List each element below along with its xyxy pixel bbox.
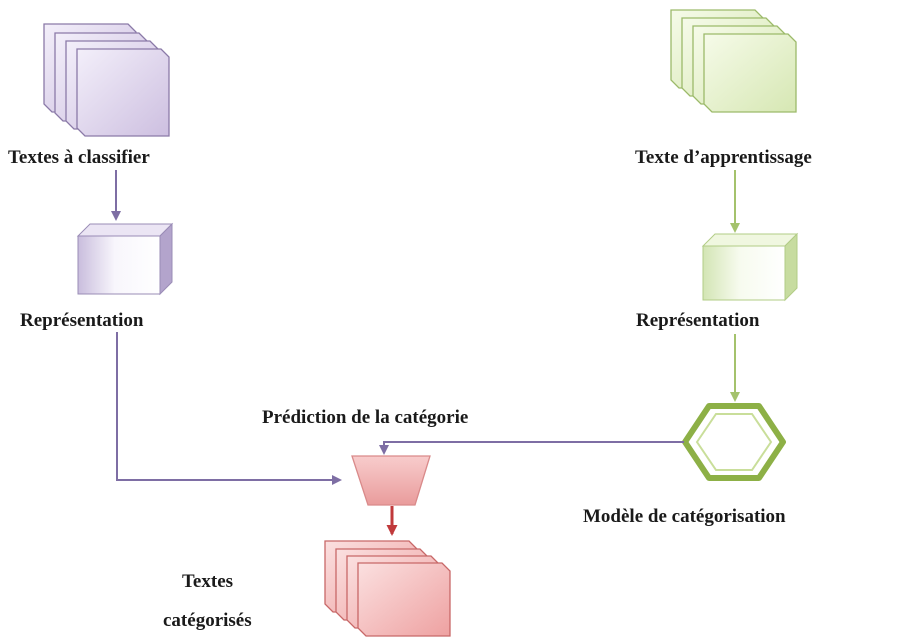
categorization-model-label: Modèle de catégorisation: [583, 506, 786, 527]
documents-to-classify-icon: [43, 23, 170, 137]
representation-right-label: Représentation: [636, 310, 760, 331]
arrow-model-to-prediction: [379, 441, 684, 455]
texts-to-classify-label: Textes à classifier: [8, 147, 150, 168]
training-documents-icon: [670, 9, 797, 113]
representation-cube-left-icon: [76, 222, 174, 296]
categorization-model-hexagon-icon: [682, 403, 786, 481]
training-text-label: Texte d’apprentissage: [635, 147, 812, 168]
arrow-representation-to-prediction: [116, 332, 342, 485]
categorized-texts-label-line2: catégorisés: [163, 610, 252, 631]
representation-cube-right-icon: [701, 232, 799, 302]
prediction-funnel-icon: [351, 455, 431, 506]
representation-left-label: Représentation: [20, 310, 144, 331]
categorized-documents-icon: [324, 540, 451, 637]
categorized-texts-label-line1: Textes: [182, 571, 233, 592]
category-prediction-label: Prédiction de la catégorie: [262, 407, 468, 428]
